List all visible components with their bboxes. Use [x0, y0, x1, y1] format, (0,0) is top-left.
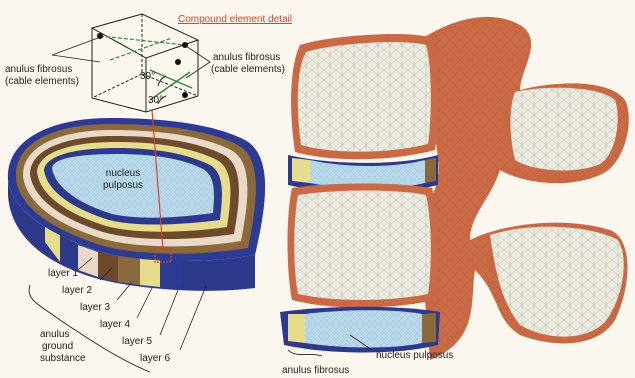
- anulus-ground-label-line2: ground: [42, 341, 73, 352]
- upper-disc-layer: [292, 158, 310, 183]
- bottom-anulus-label: anulus fibrosus: [282, 365, 349, 376]
- layer-4-label: layer 4: [100, 319, 130, 330]
- layer-2-label: layer 2: [62, 285, 92, 296]
- anulus-fibrosus-left-line1: anulus fibrosus: [5, 64, 72, 75]
- spine-segment: [280, 17, 629, 360]
- layer-3-label: layer 3: [80, 302, 110, 313]
- figure-title: Compound element detail: [178, 14, 292, 25]
- anulus-fibrosus-left-line2: (cable elements): [5, 76, 79, 87]
- anulus-ground-label-line3: substance: [40, 353, 86, 364]
- bottom-anulus-brace: [288, 350, 322, 356]
- nucleus-label-line1: nucleus: [106, 168, 140, 179]
- layer-6-label: layer 6: [140, 353, 170, 364]
- anulus-ground-label-line1: anulus: [40, 329, 69, 340]
- angle-lower-label: 30°: [148, 95, 163, 106]
- lower-disc-layer-right: [422, 313, 436, 343]
- upper-process-cancellous: [510, 88, 617, 171]
- anulus-fibrosus-right-line2: (cable elements): [211, 64, 285, 75]
- lower-disc-layer: [288, 314, 305, 343]
- compound-element-cube: [92, 14, 198, 112]
- lower-vertebral-cancellous: [294, 191, 431, 301]
- upper-disc-layer-right: [425, 158, 436, 183]
- upper-vertebral-cancellous: [298, 42, 431, 151]
- layer-5-label: layer 5: [122, 336, 152, 347]
- nucleus-label-line2: pulposus: [103, 180, 143, 191]
- lower-disc-nucleus: [305, 310, 422, 347]
- angle-upper-label: 30°: [140, 71, 155, 82]
- layer-1-label: layer 1: [48, 268, 78, 279]
- bottom-nucleus-label: nucleus pulposus: [376, 350, 453, 361]
- anulus-fibrosus-right-line1: anulus fibrosus: [213, 52, 280, 63]
- disc-model: nucleus pulposus: [8, 118, 265, 291]
